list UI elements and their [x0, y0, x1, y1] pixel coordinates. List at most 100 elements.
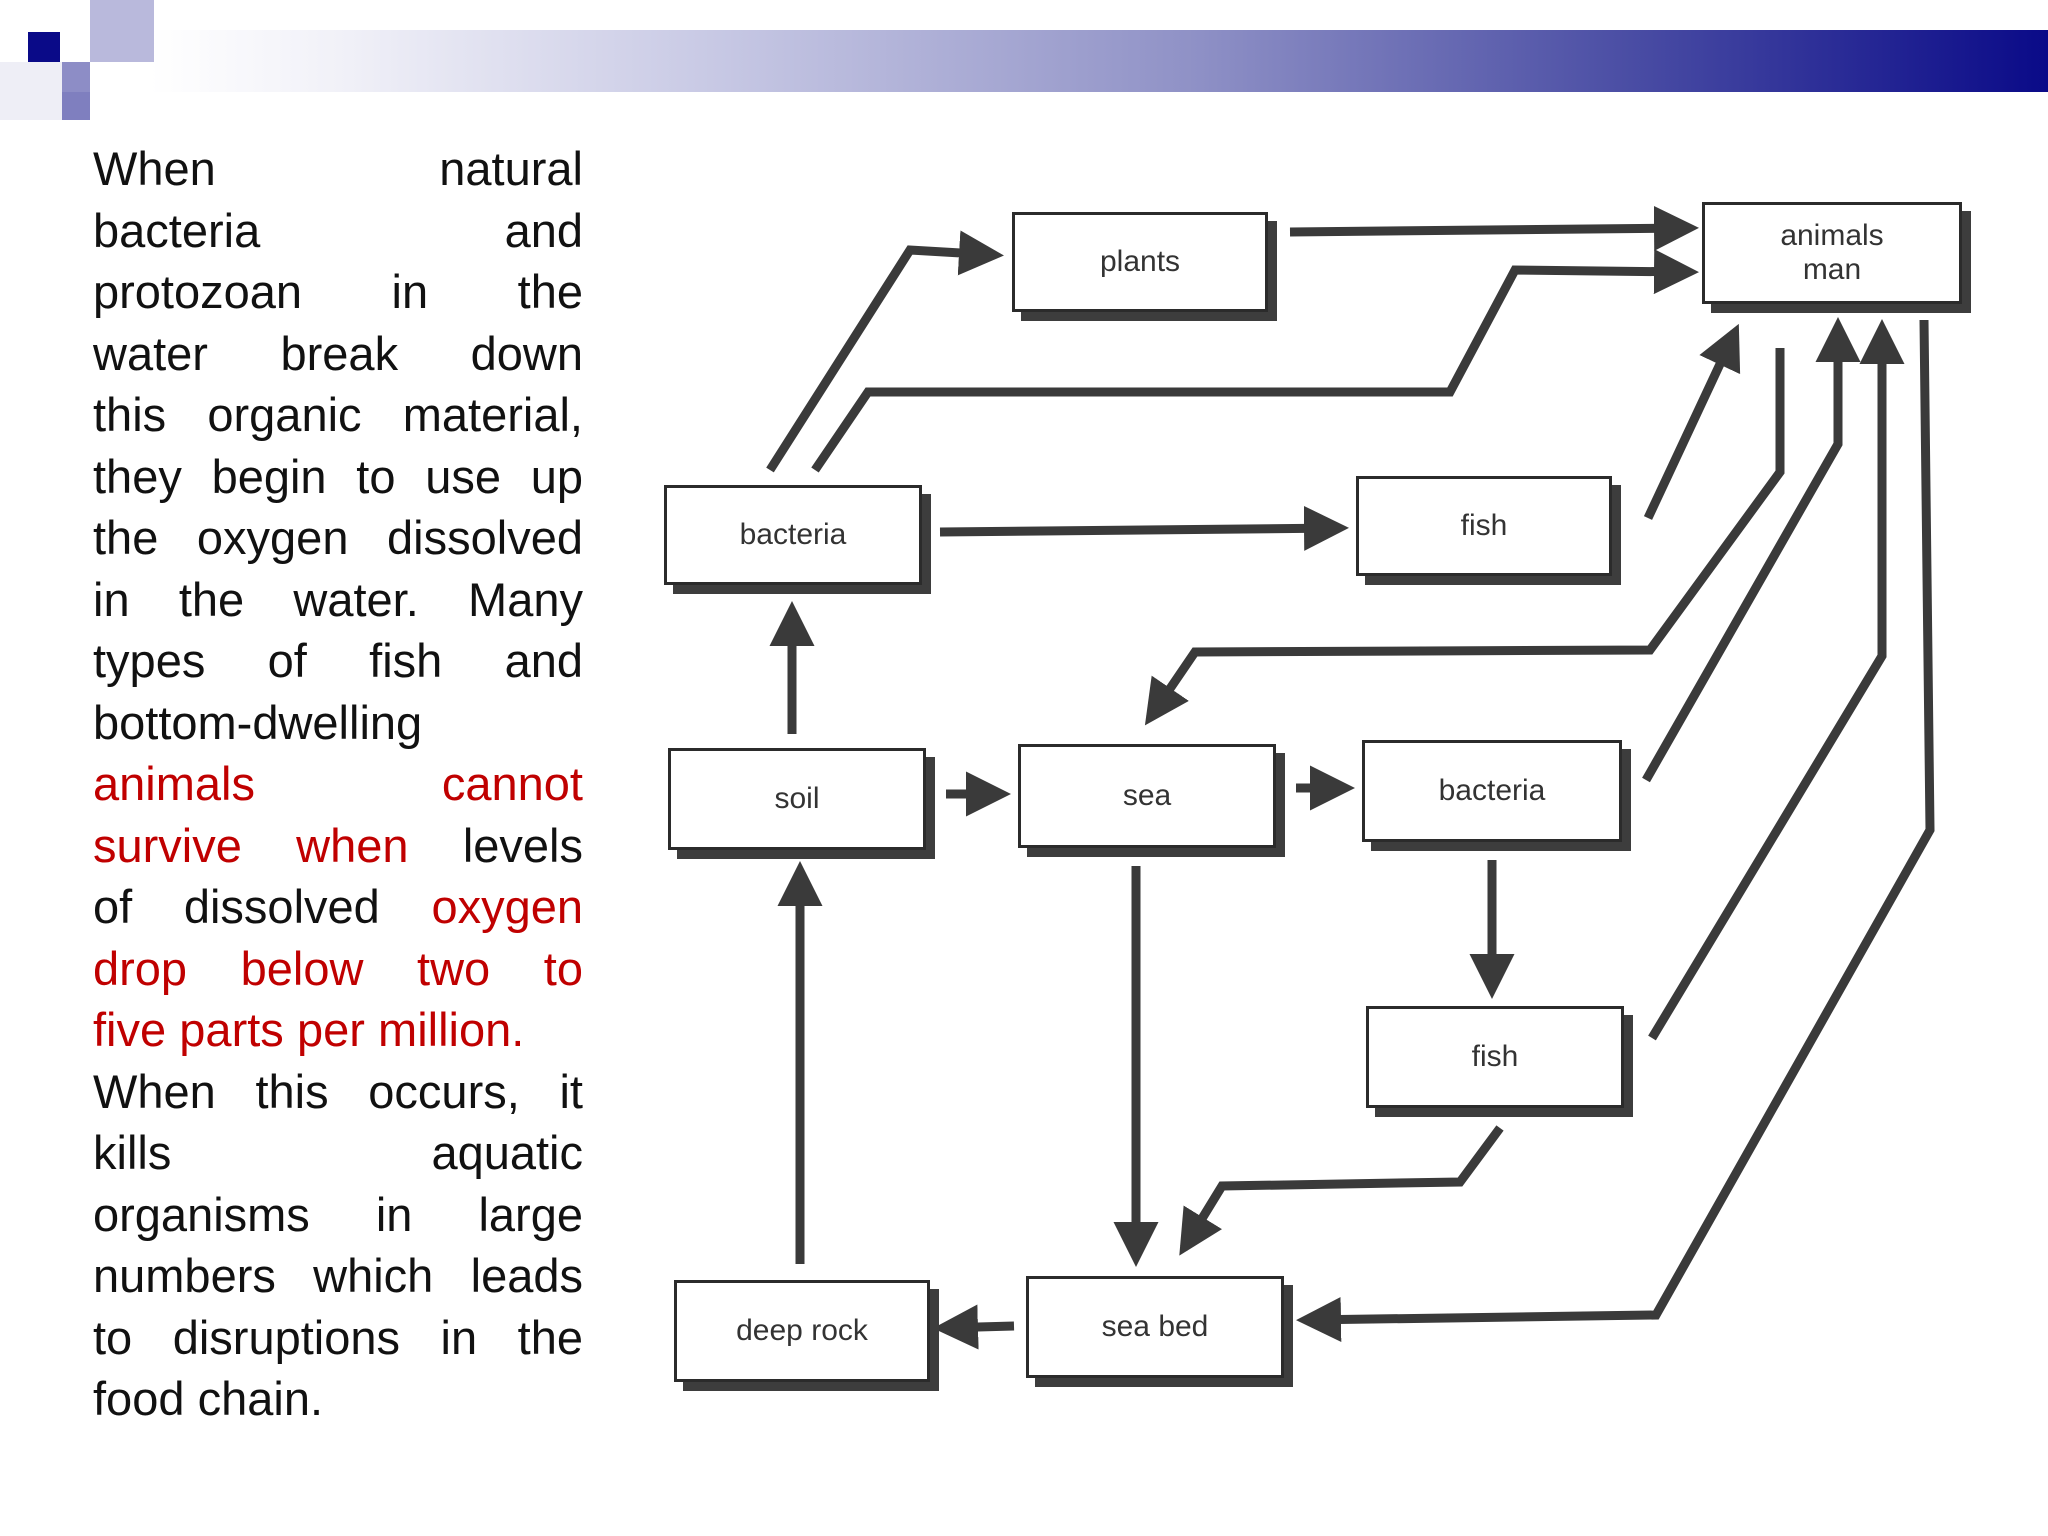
text-word: large — [478, 1187, 583, 1241]
text-line: bottom-dwelling — [93, 692, 583, 754]
node-animals-man: animals man — [1702, 202, 1962, 304]
arrow-plants-to-animals-man — [1289, 205, 1699, 251]
arrow-bacteria-top-to-animals-man — [811, 249, 1699, 473]
text-word: it — [559, 1064, 583, 1118]
node-label: sea bed — [1101, 1310, 1209, 1343]
text-word: the — [517, 265, 583, 318]
node-deep-rock: deep rock — [674, 1280, 930, 1382]
text-word: in — [440, 1310, 478, 1364]
text-word: below — [240, 941, 364, 995]
text-word: which — [313, 1249, 434, 1302]
text-word: down — [470, 326, 583, 380]
text-word: Many — [468, 572, 583, 626]
arrow-fish-top-to-animals-man — [1643, 323, 1741, 520]
text-line: When this occurs, it — [93, 1061, 583, 1123]
arrow-bacteria-top-to-plants — [766, 230, 1004, 473]
header-square-light — [90, 0, 154, 62]
text-word: bacteria — [93, 203, 261, 257]
text-word: of — [267, 634, 307, 687]
arrow-fish-bottom-to-sea-bed — [1179, 1125, 1504, 1256]
text-word: water — [93, 326, 208, 380]
header-square-small — [62, 92, 90, 120]
text-word: drop — [93, 941, 188, 995]
text-word: food — [93, 1372, 185, 1425]
text-word: million. — [378, 1003, 525, 1056]
text-word: organisms — [93, 1187, 310, 1241]
text-word: leads — [470, 1249, 583, 1302]
text-word: aquatic — [431, 1126, 583, 1179]
text-word: animals — [93, 757, 255, 810]
node-soil: soil — [668, 748, 926, 850]
node-bacteria-bottom: bacteria — [1362, 740, 1622, 842]
node-sea: sea — [1018, 744, 1276, 848]
text-word: chain. — [197, 1372, 324, 1425]
arrow-animals-man-to-sea — [1144, 348, 1785, 726]
text-word: types — [93, 634, 206, 687]
node-bacteria-top: bacteria — [664, 485, 922, 585]
header-square-faint — [0, 62, 62, 120]
header-square-mid — [62, 62, 90, 92]
node-label: bacteria — [1438, 774, 1546, 807]
header-gradient-bar — [150, 30, 2048, 92]
text-word: disruptions — [172, 1310, 401, 1364]
text-word: organic — [207, 388, 362, 441]
node-label: sea — [1122, 779, 1172, 812]
arrow-animals-man-to-sea-bed — [1296, 319, 1935, 1342]
ecosystem-diagram: plants animals man bacteria fish soil se… — [640, 170, 2020, 1420]
header-band — [0, 0, 2048, 130]
text-word: When — [93, 142, 216, 195]
text-word: per — [296, 1003, 365, 1056]
text-word: to — [356, 449, 396, 503]
node-plants: plants — [1012, 212, 1268, 312]
text-word: bottom-dwelling — [93, 695, 423, 749]
node-sea-bed: sea bed — [1026, 1276, 1284, 1378]
text-word: oxygen — [196, 511, 349, 564]
text-word: numbers — [93, 1249, 276, 1302]
text-word: to — [543, 941, 583, 995]
node-label: soil — [774, 782, 820, 815]
node-label: plants — [1099, 245, 1181, 278]
text-word: occurs, — [368, 1064, 520, 1118]
text-word: the — [517, 1310, 583, 1364]
text-word: When — [93, 1064, 216, 1118]
text-word: five — [93, 1003, 167, 1056]
text-line: this organic material, — [93, 384, 583, 446]
text-word: this — [93, 388, 167, 441]
node-label: animals man — [1780, 219, 1884, 286]
text-word: water. — [293, 572, 419, 626]
text-word: kills — [93, 1126, 172, 1179]
text-word: dissolved — [183, 880, 380, 933]
text-word: parts — [179, 1003, 284, 1056]
text-word: use — [425, 449, 501, 503]
text-word: they — [93, 449, 182, 503]
text-word: this — [255, 1064, 329, 1118]
text-word: in — [93, 572, 130, 626]
header-square-dark — [28, 32, 60, 62]
node-label: fish — [1460, 509, 1508, 542]
text-word: levels — [462, 818, 583, 872]
text-word: fish — [369, 634, 443, 687]
text-word: to — [93, 1310, 133, 1364]
text-line: kills aquatic — [93, 1122, 583, 1184]
text-word: in — [391, 265, 429, 318]
text-word: material, — [402, 388, 583, 441]
text-word: and — [504, 634, 583, 687]
text-line: numbers which leads — [93, 1245, 583, 1307]
text-word: dissolved — [387, 511, 583, 564]
node-label: bacteria — [739, 518, 847, 551]
text-word: oxygen — [431, 880, 583, 933]
text-word: up — [530, 449, 583, 503]
